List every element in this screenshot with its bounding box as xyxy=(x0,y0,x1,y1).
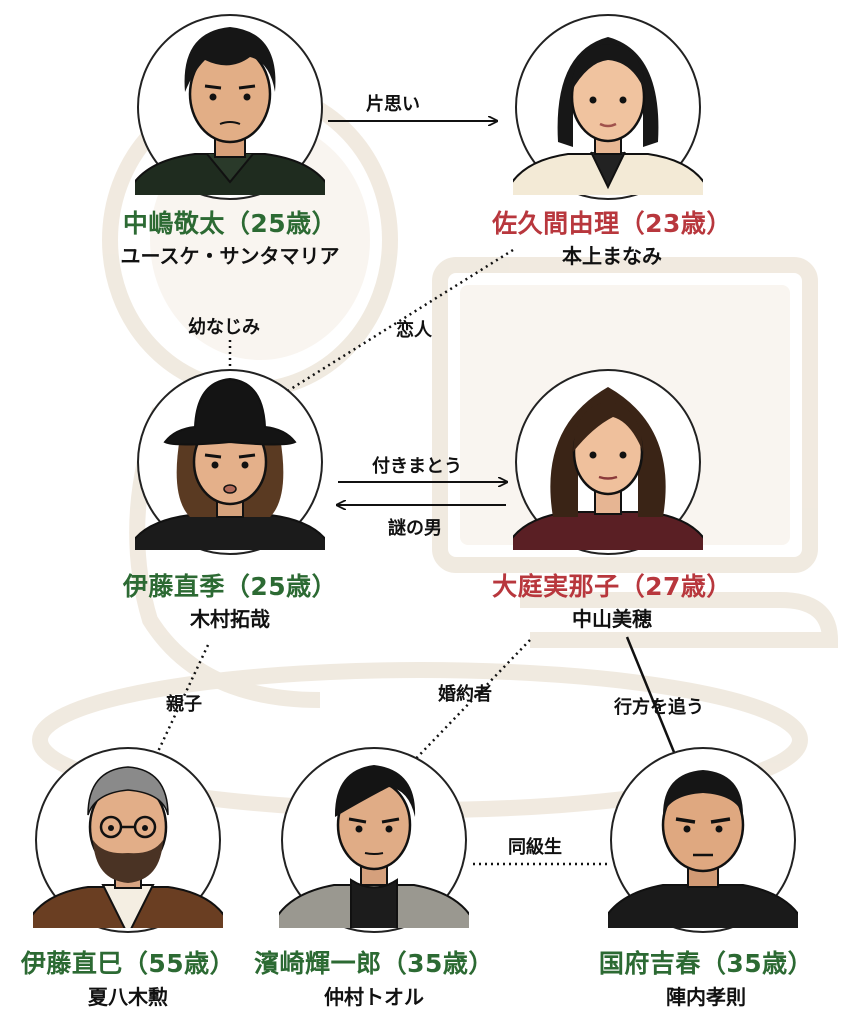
actor-name-ito-naoki: 木村拓哉 xyxy=(190,607,270,631)
short-hair-man-portrait-icon xyxy=(608,747,798,933)
relation-label-nazo: 謎の男 xyxy=(388,518,442,539)
bearded-man-portrait-icon xyxy=(33,747,223,933)
actor-name-oba: 中山美穂 xyxy=(572,607,652,631)
actor-name-kokufu: 陣内孝則 xyxy=(666,985,746,1009)
character-name-nakajima: 中嶋敬太（25歳） xyxy=(122,209,338,238)
relation-label-doukyuusei: 同級生 xyxy=(508,837,562,858)
character-name-hamasaki: 濱崎輝一郎（35歳） xyxy=(254,949,494,978)
relation-label-oyako: 親子 xyxy=(166,694,202,715)
portrait-nakajima xyxy=(135,12,325,202)
character-name-ito-naoki: 伊藤直季（25歳） xyxy=(122,572,338,601)
portrait-oba xyxy=(513,367,703,557)
relation-label-yukue: 行方を追う xyxy=(614,697,704,718)
relation-label-koibito: 恋人 xyxy=(396,320,432,341)
portrait-ito-naomi xyxy=(33,745,223,935)
suit-man-portrait-icon xyxy=(279,747,469,933)
relation-label-konyakusha: 婚約者 xyxy=(438,684,492,705)
relation-label-kataomoi: 片思い xyxy=(366,94,420,115)
portrait-hamasaki xyxy=(279,745,469,935)
character-name-sakuma: 佐久間由理（23歳） xyxy=(492,209,732,238)
portrait-ito-naoki xyxy=(135,367,325,557)
long-hair-woman-portrait-icon xyxy=(513,369,703,555)
portrait-kokufu xyxy=(608,745,798,935)
edge-yukue xyxy=(625,636,680,763)
edge-konyakusha xyxy=(404,639,531,771)
portrait-sakuma xyxy=(513,12,703,202)
relation-label-osananajimi: 幼なじみ xyxy=(188,317,260,338)
actor-name-nakajima: ユースケ・サンタマリア xyxy=(120,244,340,268)
relation-label-tsukimatou: 付きまとう xyxy=(372,456,462,477)
actor-name-hamasaki: 仲村トオル xyxy=(324,985,424,1009)
character-name-oba: 大庭実那子（27歳） xyxy=(492,572,732,601)
character-name-kokufu: 国府吉春（35歳） xyxy=(598,949,814,978)
edge-koibito xyxy=(277,248,514,399)
character-name-ito-naomi: 伊藤直巳（55歳） xyxy=(20,949,236,978)
actor-name-sakuma: 本上まなみ xyxy=(562,244,662,268)
actor-name-ito-naomi: 夏八木勲 xyxy=(88,985,168,1009)
bucket-hat-man-portrait-icon xyxy=(135,369,325,555)
young-man-portrait-icon xyxy=(135,14,325,200)
young-woman-portrait-icon xyxy=(513,14,703,200)
